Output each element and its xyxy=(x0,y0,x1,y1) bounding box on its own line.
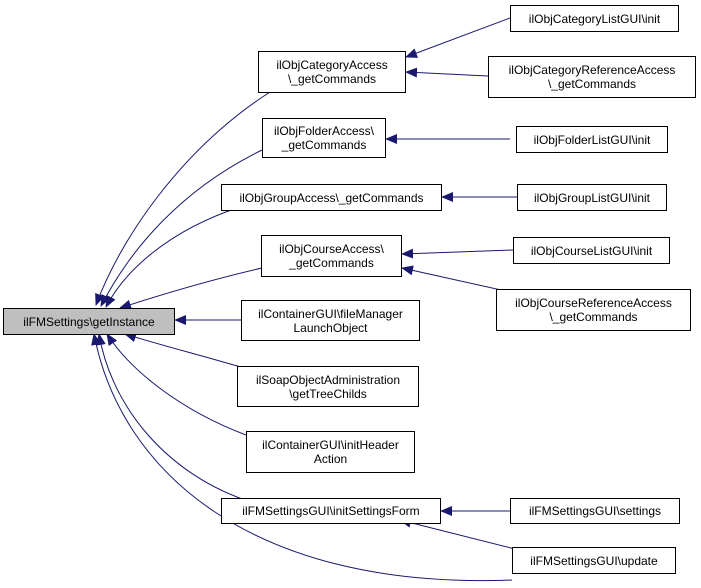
edge-cat-ref-access-to-cat-access xyxy=(405,67,489,78)
edge-course-access-to-root xyxy=(119,267,263,310)
node-objcourselistgui-init[interactable]: ilObjCourseListGUI\init xyxy=(513,237,670,264)
node-fmsettingsgui-settings[interactable]: ilFMSettingsGUI\settings xyxy=(510,498,680,524)
node-soapobjectadministration-gettreechilds[interactable]: ilSoapObjectAdministration \getTreeChild… xyxy=(237,366,419,407)
node-fmsettings-getinstance[interactable]: ilFMSettings\getInstance xyxy=(3,308,175,335)
node-objcategorylistgui-init[interactable]: ilObjCategoryListGUI\init xyxy=(510,5,679,32)
node-objcategoryreferenceaccess-getcommands[interactable]: ilObjCategoryReferenceAccess \_getComman… xyxy=(488,56,696,98)
node-objfolderlistgui-init[interactable]: ilObjFolderListGUI\init xyxy=(516,126,668,153)
edge-cat-list-to-cat-access xyxy=(405,17,511,58)
edge-container-header-to-root xyxy=(106,333,247,436)
edge-course-ref-access-to-course-access xyxy=(401,265,511,293)
node-containergui-filemanagerlaunchobject[interactable]: ilContainerGUI\fileManager LaunchObject xyxy=(241,300,420,341)
edge-fmsettings-form-to-root xyxy=(95,333,246,501)
node-fmsettingsgui-initsettingsform[interactable]: ilFMSettingsGUI\initSettingsForm xyxy=(221,498,441,524)
node-objcourseaccess-getcommands[interactable]: ilObjCourseAccess\ _getCommands xyxy=(261,235,402,277)
edge-group-access-to-root xyxy=(105,206,241,308)
edge-folder-access-to-root xyxy=(100,149,263,307)
node-objcoursereferenceaccess-getcommands[interactable]: ilObjCourseReferenceAccess \_getCommands xyxy=(496,289,691,331)
node-objcategoryaccess-getcommands[interactable]: ilObjCategoryAccess \_getCommands xyxy=(258,51,406,93)
edge-soap-admin-to-root xyxy=(124,332,245,369)
edge-fm-update-to-root xyxy=(91,333,513,582)
edge-course-list-to-course-access xyxy=(401,248,514,259)
node-objgrouplistgui-init[interactable]: ilObjGroupListGUI\init xyxy=(517,184,667,211)
edge-fm-update-to-fmsettings-form xyxy=(399,517,516,550)
node-objgroupaccess-getcommands[interactable]: ilObjGroupAccess\_getCommands xyxy=(221,184,442,211)
node-fmsettingsgui-update[interactable]: ilFMSettingsGUI\update xyxy=(512,547,676,574)
node-objfolderaccess-getcommands[interactable]: ilObjFolderAccess\ _getCommands xyxy=(262,118,386,158)
edge-cat-access-to-root xyxy=(95,91,271,306)
node-containergui-initheaderaction[interactable]: ilContainerGUI\initHeader Action xyxy=(246,431,415,473)
